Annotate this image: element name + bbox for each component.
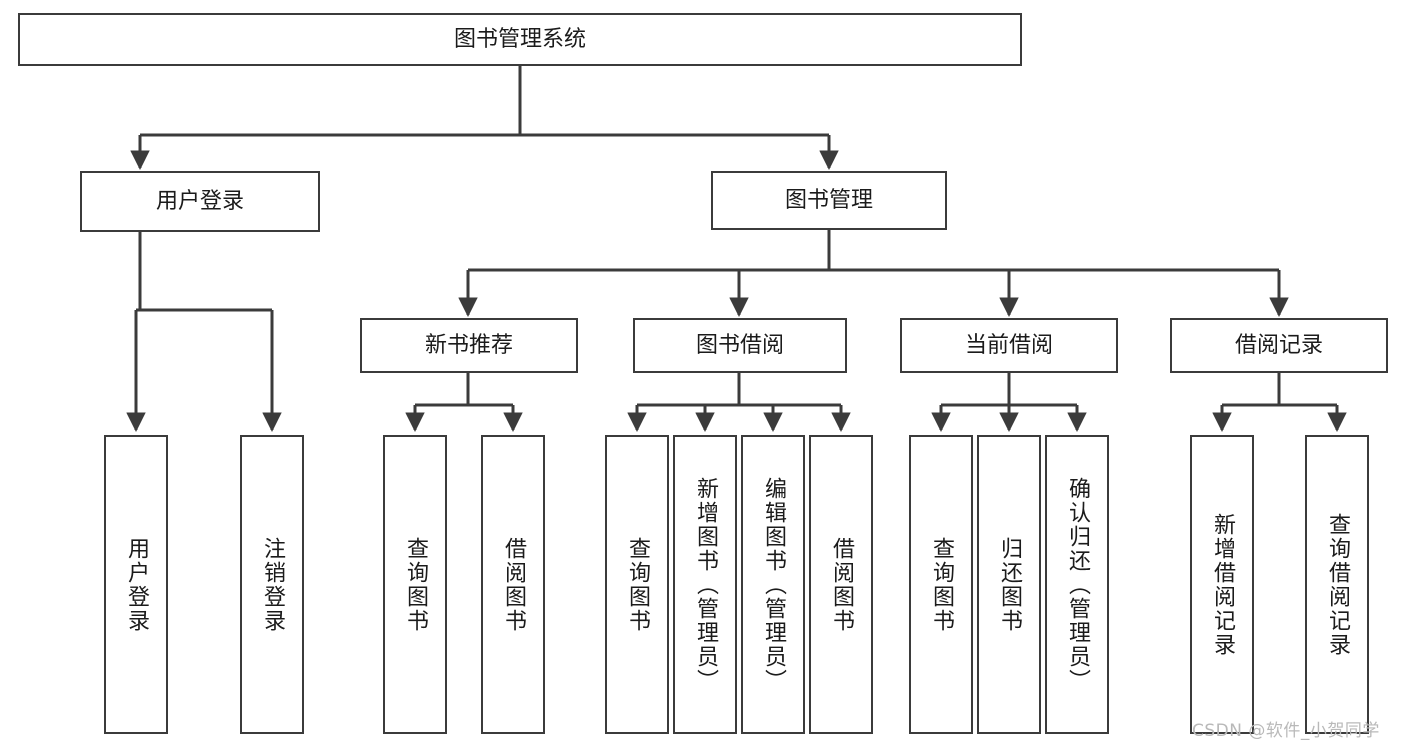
- node-leaf-query-record[interactable]: 查询借阅记录: [1305, 435, 1369, 734]
- node-leaf-query-book-2[interactable]: 查询图书: [605, 435, 669, 734]
- node-leaf-borrow-book-2[interactable]: 借阅图书: [809, 435, 873, 734]
- node-leaf-user-login-label: 用户登录: [123, 536, 149, 633]
- node-root[interactable]: 图书管理系统: [18, 13, 1022, 66]
- node-leaf-query-book-3-label: 查询图书: [928, 536, 954, 633]
- node-leaf-query-book-1[interactable]: 查询图书: [383, 435, 447, 734]
- node-leaf-return-book[interactable]: 归还图书: [977, 435, 1041, 734]
- node-book-manage-label: 图书管理: [784, 187, 873, 213]
- node-current-borrow[interactable]: 当前借阅: [900, 318, 1118, 373]
- node-borrow-record[interactable]: 借阅记录: [1170, 318, 1388, 373]
- node-leaf-logout[interactable]: 注销登录: [240, 435, 304, 734]
- node-leaf-add-book[interactable]: 新增图书（管理员）: [673, 435, 737, 734]
- node-user-login-label: 用户登录: [155, 188, 244, 214]
- node-leaf-confirm-return[interactable]: 确认归还（管理员）: [1045, 435, 1109, 734]
- node-user-login[interactable]: 用户登录: [80, 171, 320, 232]
- node-book-borrow-label: 图书借阅: [695, 332, 784, 358]
- node-new-book-rec-label: 新书推荐: [424, 332, 513, 358]
- node-borrow-record-label: 借阅记录: [1234, 332, 1323, 358]
- node-leaf-logout-label: 注销登录: [259, 536, 285, 633]
- node-current-borrow-label: 当前借阅: [964, 332, 1053, 358]
- node-leaf-query-book-3[interactable]: 查询图书: [909, 435, 973, 734]
- node-leaf-return-book-label: 归还图书: [996, 536, 1022, 633]
- csdn-watermark: CSDN @软件_小贺同学: [1192, 721, 1380, 741]
- node-book-manage[interactable]: 图书管理: [711, 171, 947, 230]
- node-book-borrow[interactable]: 图书借阅: [633, 318, 847, 373]
- node-leaf-add-book-label: 新增图书（管理员）: [692, 476, 718, 693]
- node-leaf-add-record-label: 新增借阅记录: [1209, 512, 1235, 657]
- node-leaf-confirm-return-label: 确认归还（管理员）: [1064, 476, 1090, 693]
- node-leaf-query-book-1-label: 查询图书: [402, 536, 428, 633]
- node-root-label: 图书管理系统: [453, 26, 586, 52]
- node-leaf-query-record-label: 查询借阅记录: [1324, 512, 1350, 657]
- node-leaf-borrow-book-1-label: 借阅图书: [500, 536, 526, 633]
- node-leaf-add-record[interactable]: 新增借阅记录: [1190, 435, 1254, 734]
- node-leaf-edit-book-label: 编辑图书（管理员）: [760, 476, 786, 693]
- node-leaf-borrow-book-1[interactable]: 借阅图书: [481, 435, 545, 734]
- node-leaf-user-login[interactable]: 用户登录: [104, 435, 168, 734]
- node-new-book-rec[interactable]: 新书推荐: [360, 318, 578, 373]
- node-leaf-query-book-2-label: 查询图书: [624, 536, 650, 633]
- node-leaf-borrow-book-2-label: 借阅图书: [828, 536, 854, 633]
- node-leaf-edit-book[interactable]: 编辑图书（管理员）: [741, 435, 805, 734]
